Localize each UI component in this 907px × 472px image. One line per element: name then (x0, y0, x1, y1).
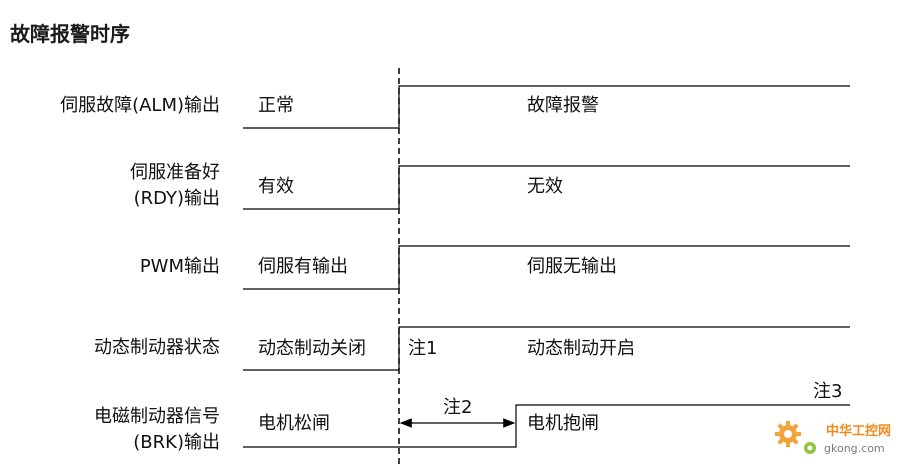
signal-label-brk: 电磁制动器信号 (BRK)输出 (0, 404, 220, 456)
pwm-waveform (243, 245, 850, 290)
rdy-after-state: 无效 (527, 176, 563, 197)
signal-label-dynamic-brake-line1: 动态制动器状态 (94, 337, 220, 358)
signal-label-pwm: PWM输出 (0, 254, 220, 280)
gear-small-icon (804, 442, 816, 454)
alm-after-state: 故障报警 (527, 95, 599, 116)
signal-label-rdy-line2: (RDY)输出 (133, 188, 220, 209)
signal-label-brk-line1: 电磁制动器信号 (94, 406, 220, 427)
brake-note-1: 注1 (408, 338, 438, 359)
dynamic-brake-waveform (243, 326, 850, 371)
signal-label-alm: 伺服故障(ALM)输出 (0, 93, 220, 119)
brake-after-state: 动态制动开启 (527, 338, 635, 359)
watermark-logo (775, 421, 816, 454)
brk-delay-note-2: 注2 (443, 397, 473, 418)
brk-after-state: 电机抱闸 (527, 413, 599, 434)
pwm-before-state: 伺服有输出 (258, 256, 348, 277)
watermark-text: 中华工控网 (826, 424, 892, 439)
alm-waveform (243, 85, 850, 129)
gear-icon (775, 421, 801, 447)
signal-label-rdy: 伺服准备好 (RDY)输出 (0, 160, 220, 212)
alm-before-state: 正常 (258, 95, 294, 116)
watermark-sub: gkong.com (824, 442, 885, 455)
rdy-waveform (243, 165, 850, 210)
signal-label-dynamic-brake: 动态制动器状态 (0, 335, 220, 361)
signal-label-alm-line1: 伺服故障(ALM)输出 (60, 95, 220, 116)
brk-waveform (243, 404, 850, 448)
signal-label-pwm-line1: PWM输出 (139, 256, 220, 277)
pwm-after-state: 伺服无输出 (527, 256, 617, 277)
brk-end-note-3: 注3 (813, 381, 843, 402)
diagram-title: 故障报警时序 (10, 22, 130, 46)
signal-label-rdy-line1: 伺服准备好 (130, 162, 220, 183)
brk-before-state: 电机松闸 (258, 413, 330, 434)
rdy-before-state: 有效 (258, 176, 294, 197)
brake-before-state: 动态制动关闭 (258, 338, 366, 359)
signal-label-brk-line2: (BRK)输出 (133, 432, 220, 453)
